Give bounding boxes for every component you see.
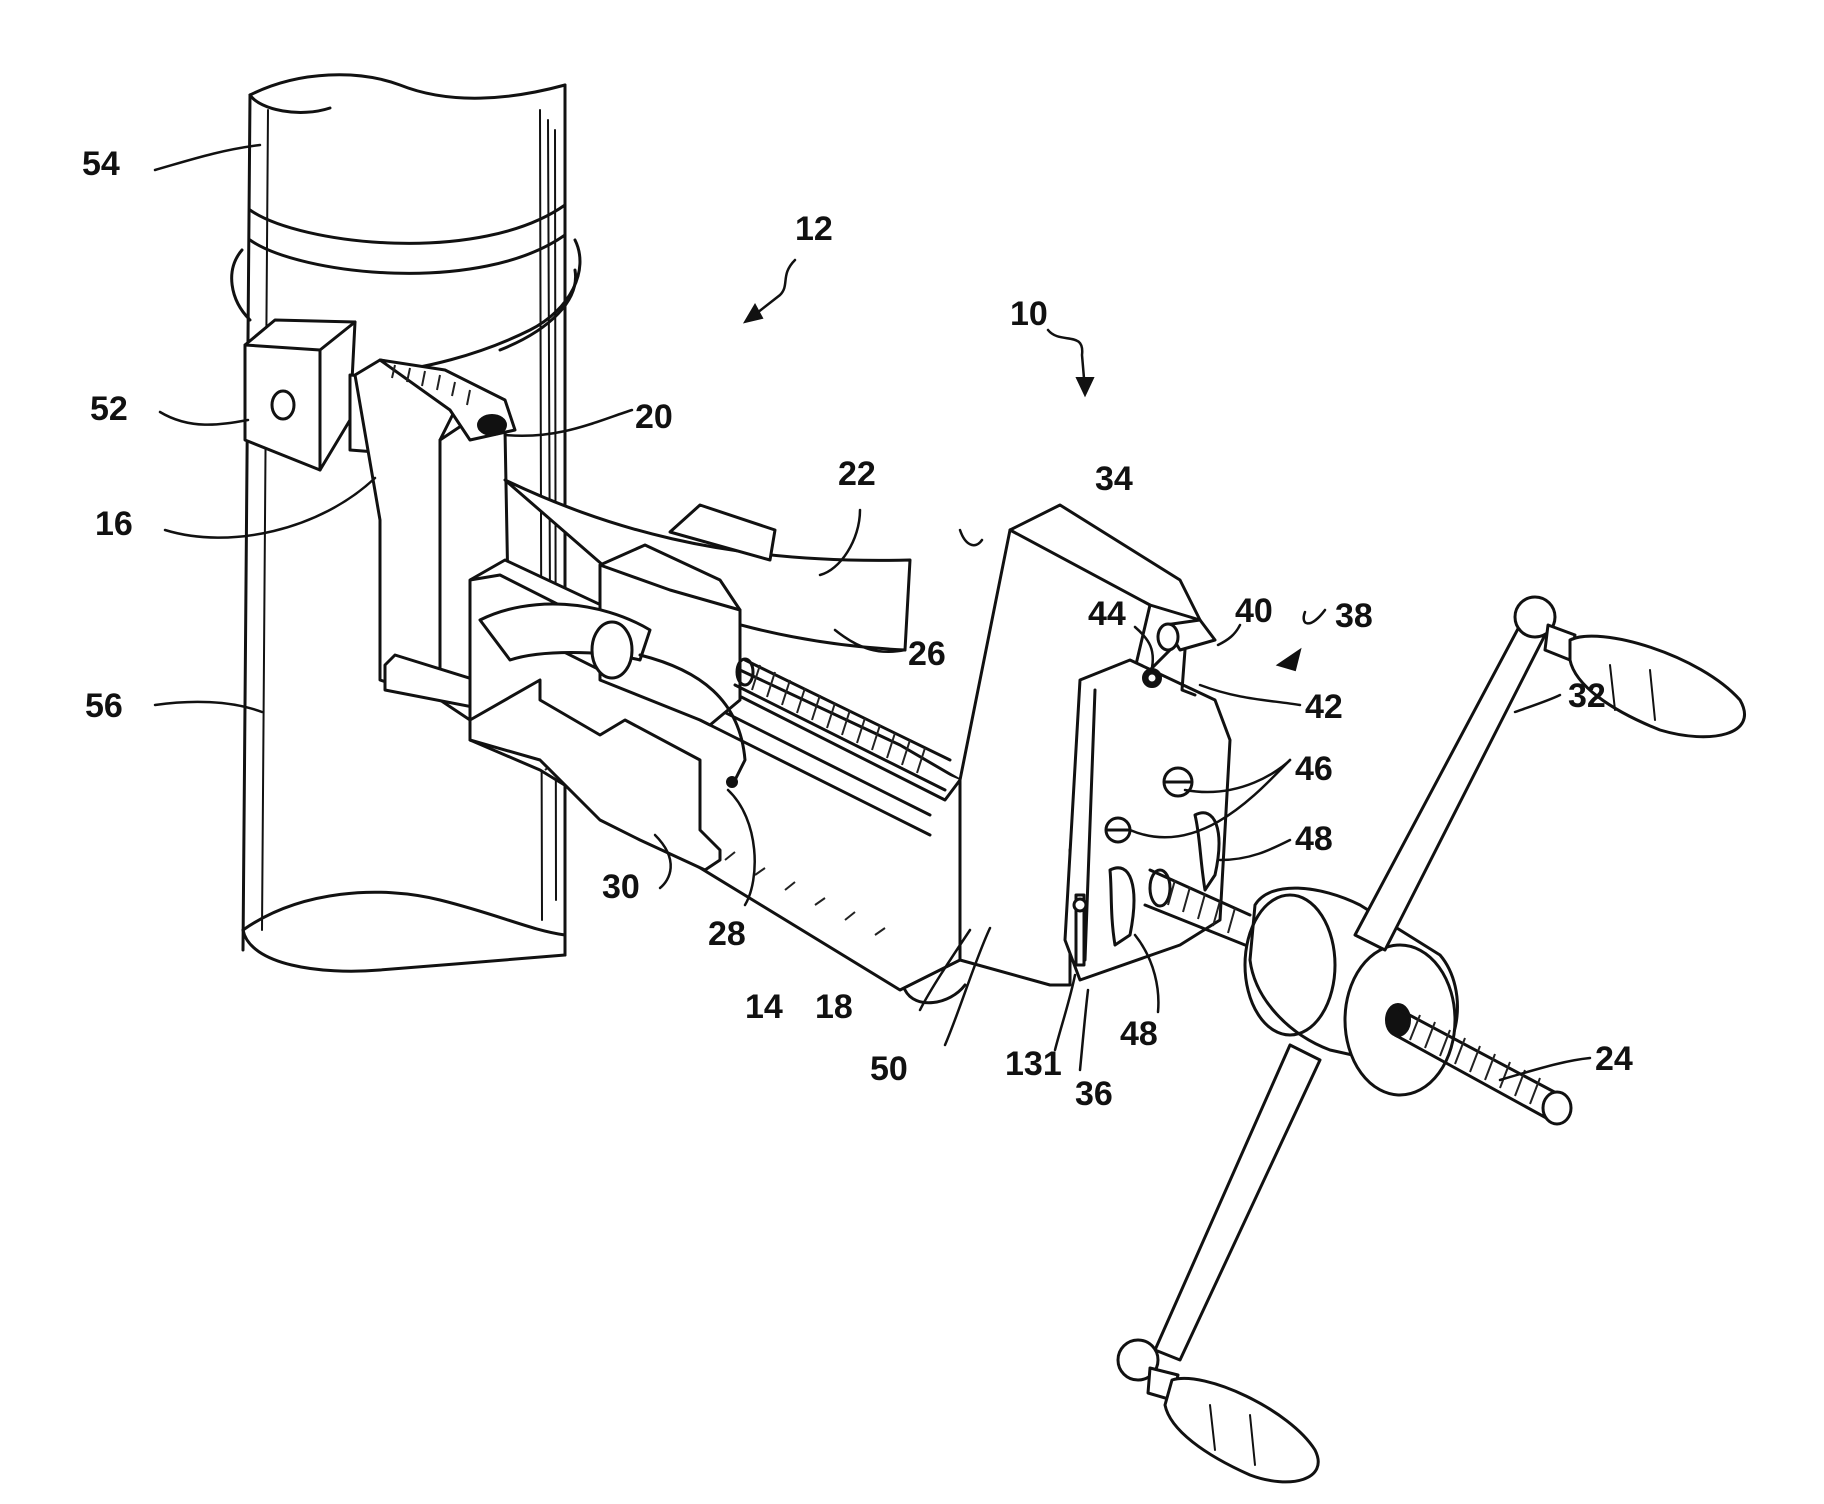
housing-34 xyxy=(960,505,1230,985)
arrow-10 xyxy=(1077,378,1093,395)
leader-32 xyxy=(1515,695,1560,712)
label-30: 30 xyxy=(602,868,640,906)
pawl-pin-head xyxy=(1158,624,1178,650)
crank-grip-lower xyxy=(1165,1378,1318,1481)
band-right-loop xyxy=(380,240,580,372)
leader-52 xyxy=(160,412,248,425)
jaw-notch xyxy=(478,415,506,435)
label-24: 24 xyxy=(1595,1040,1633,1078)
pipe-shade-2 xyxy=(540,110,542,920)
label-34: 34 xyxy=(1095,460,1133,498)
crank-arm-upper xyxy=(1355,625,1545,950)
label-28: 28 xyxy=(708,915,746,953)
pipe-bottom-front xyxy=(243,930,565,971)
label-44: 44 xyxy=(1088,595,1126,633)
band-upper-2 xyxy=(250,235,565,273)
label-14: 14 xyxy=(745,988,783,1026)
label-50: 50 xyxy=(870,1050,908,1088)
label-12: 12 xyxy=(795,210,833,248)
label-20: 20 xyxy=(635,398,673,436)
pipe-left-wall xyxy=(243,95,250,950)
leader-48a xyxy=(1220,840,1290,860)
label-10: 10 xyxy=(1010,295,1048,333)
label-16: 16 xyxy=(95,505,133,543)
label-32: 32 xyxy=(1568,677,1606,715)
label-18: 18 xyxy=(815,988,853,1026)
cable-end xyxy=(727,777,737,787)
crank-arm-lower xyxy=(1155,1045,1320,1360)
label-48a: 48 xyxy=(1295,820,1333,858)
pipe-top-edge xyxy=(250,75,565,98)
label-36: 36 xyxy=(1075,1075,1113,1113)
label-56: 56 xyxy=(85,687,123,725)
band-upper xyxy=(250,205,565,243)
label-46: 46 xyxy=(1295,750,1333,788)
label-131: 131 xyxy=(1005,1045,1062,1083)
label-38: 38 xyxy=(1335,597,1373,635)
leader-38 xyxy=(1304,610,1325,623)
pin-131 xyxy=(1074,899,1086,911)
label-52: 52 xyxy=(90,390,128,428)
leader-20 xyxy=(505,410,632,436)
spring-44-core xyxy=(1147,673,1157,683)
pipe-bottom-edge xyxy=(243,892,565,935)
shaft-24-end xyxy=(1543,1092,1571,1124)
leader-16 xyxy=(165,478,375,538)
rail-end-curve xyxy=(905,985,965,1003)
window-48-lower xyxy=(1110,868,1134,945)
arrow-38 xyxy=(1278,650,1300,670)
pipe-shade-3 xyxy=(548,120,550,600)
clamp-block-body xyxy=(245,320,355,470)
pipe-top-front xyxy=(250,95,330,112)
leader-54 xyxy=(155,145,260,170)
label-54: 54 xyxy=(82,145,120,183)
leader-36 xyxy=(1080,990,1088,1070)
leader-34 xyxy=(960,530,982,545)
slide-clip-round xyxy=(592,622,632,678)
hub-bore xyxy=(1386,1004,1410,1036)
label-48b: 48 xyxy=(1120,1015,1158,1053)
label-26: 26 xyxy=(908,635,946,673)
label-22: 22 xyxy=(838,455,876,493)
label-40: 40 xyxy=(1235,592,1273,630)
arrow-12 xyxy=(745,305,762,322)
label-42: 42 xyxy=(1305,688,1343,726)
pipe-shade-1 xyxy=(262,110,268,930)
